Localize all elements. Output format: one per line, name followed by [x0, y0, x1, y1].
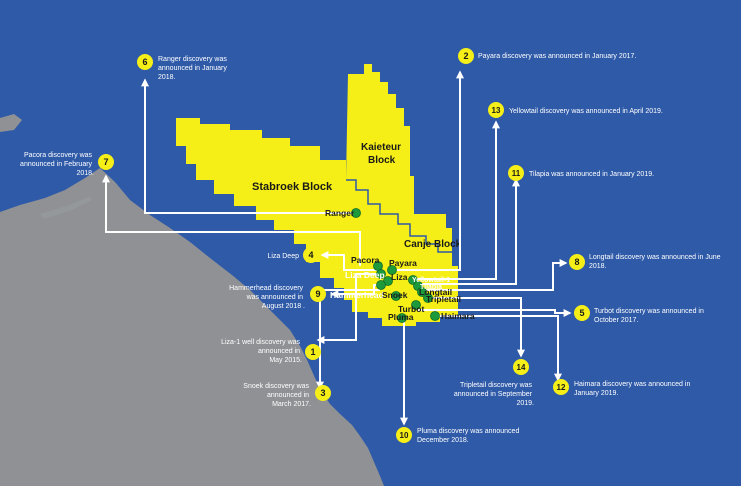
kaieteur-block-label: Kaieteur	[361, 142, 401, 153]
callout-badge-13: 13	[488, 102, 504, 118]
callout-badge-7: 7	[98, 154, 114, 170]
well-label-ranger: Ranger	[325, 208, 355, 218]
callout-8-text: Longtail discovery was announced in June…	[589, 254, 722, 270]
well-label-tripletail: Tripletail	[426, 294, 461, 304]
callout-10-text: Pluma discovery was announced December 2…	[417, 428, 521, 444]
leader-tripletail	[428, 297, 525, 358]
callout-5-text: Turbot discovery was announced in Octobe…	[594, 308, 706, 324]
callout-11-text: Tilapia was announced in January 2019.	[529, 171, 654, 178]
well-label-haimara: Haimara	[441, 311, 475, 321]
callout-badge-1: 1	[305, 344, 321, 360]
leader-ranger	[141, 78, 356, 214]
well-haimara	[430, 311, 440, 321]
callout-badge-10: 10	[396, 427, 412, 443]
well-turbot	[411, 300, 421, 310]
well-label-liza: Liza	[391, 272, 408, 282]
svg-text:8: 8	[574, 257, 579, 267]
well-label-yellowtail: Yellowtail-1	[412, 277, 450, 284]
callout-13-text: Yellowtail discovery was announced in Ap…	[509, 108, 663, 115]
well-label-pacora: Pacora	[351, 255, 380, 265]
well-snoek	[391, 291, 401, 301]
callout-badge-4: 4	[303, 247, 319, 263]
canje-block-label: Canje Block	[404, 239, 462, 250]
leader-payara	[392, 70, 464, 271]
svg-text:12: 12	[557, 383, 566, 392]
svg-text:1: 1	[310, 347, 315, 357]
svg-text:10: 10	[400, 431, 409, 440]
callout-2-text: Payara discovery was announced in Januar…	[478, 53, 636, 60]
callout-badge-12: 12	[553, 379, 569, 395]
kaieteur-block-label: Block	[368, 155, 396, 166]
well-label-longtail: Longtail	[419, 287, 452, 297]
svg-text:5: 5	[579, 308, 584, 318]
stabroek-block-label: Stabroek Block	[252, 181, 333, 193]
well-label-pluma: Pluma	[388, 312, 414, 322]
callout-1-text: Liza-1 well discovery was announced in M…	[221, 339, 302, 364]
callout-badge-8: 8	[569, 254, 585, 270]
stabroek-block	[176, 118, 458, 326]
land-strip	[40, 196, 92, 219]
svg-text:2: 2	[463, 51, 468, 61]
well-hammerhead	[376, 280, 386, 290]
well-label-turbot: Turbot	[398, 304, 424, 314]
svg-text:6: 6	[142, 57, 147, 67]
svg-text:4: 4	[308, 250, 313, 260]
callout-9-text: Hammerhead discovery was announced in Au…	[229, 285, 305, 310]
svg-text:3: 3	[320, 388, 325, 398]
canje-block	[398, 208, 452, 252]
well-tripletail	[423, 293, 433, 303]
svg-text:9: 9	[315, 289, 320, 299]
kaieteur-block	[346, 64, 414, 214]
callout-badge-9: 9	[310, 286, 326, 302]
callout-texts: Liza-1 well discovery was announced in M…	[20, 53, 722, 444]
callout-badge-3: 3	[315, 385, 331, 401]
block-border	[346, 179, 452, 253]
well-longtail	[417, 287, 427, 297]
wells	[351, 208, 440, 323]
callout-badge-6: 6	[137, 54, 153, 70]
callout-badges: 1 2 3 4 5 6 7 8 9 10 11 12 13 14	[98, 48, 590, 443]
well-label-tilapia: Tilapia	[420, 284, 442, 291]
leader-tilapia	[418, 178, 520, 285]
well-labels: Ranger Pacora Payara Liza Deep Liza Yell…	[325, 208, 475, 322]
leader-liza	[316, 273, 384, 344]
well-label-hammerhead: Hammerhead	[330, 290, 384, 300]
leader-liza-deep	[320, 251, 378, 271]
callout-4-text: Liza Deep	[267, 253, 299, 260]
svg-text:7: 7	[103, 157, 108, 167]
well-label-snoek: Snoek	[382, 290, 408, 300]
svg-text:11: 11	[512, 169, 521, 178]
callout-badge-11: 11	[508, 165, 524, 181]
svg-text:13: 13	[492, 106, 501, 115]
callout-badge-2: 2	[458, 48, 474, 64]
leader-longtail	[424, 259, 568, 291]
well-liza-deep	[376, 269, 386, 279]
callout-6-text: Ranger discovery was announced in Januar…	[158, 56, 229, 81]
well-pluma	[397, 313, 407, 323]
well-payara	[387, 265, 397, 275]
callout-3-text: Snoek discovery was announced in March 2…	[243, 383, 311, 408]
callout-12-text: Haimara discovery was announced in Janua…	[574, 381, 692, 397]
callout-14-text: Tripletail discovery was announced in Se…	[454, 382, 534, 407]
coastline-land	[0, 168, 384, 486]
well-ranger	[351, 208, 361, 218]
leader-yellowtail	[416, 120, 500, 280]
leader-turbot	[418, 309, 572, 317]
leader-haimara	[434, 315, 562, 382]
callout-7-text: Pacora discovery was announced in Februa…	[20, 152, 94, 177]
svg-text:14: 14	[517, 363, 526, 372]
callout-badge-14: 14	[513, 359, 529, 375]
well-label-payara: Payara	[389, 258, 417, 268]
callout-badge-5: 5	[574, 305, 590, 321]
well-label-liza-deep: Liza Deep	[345, 270, 385, 280]
leader-pacora	[102, 174, 361, 266]
land-islet	[0, 114, 22, 132]
